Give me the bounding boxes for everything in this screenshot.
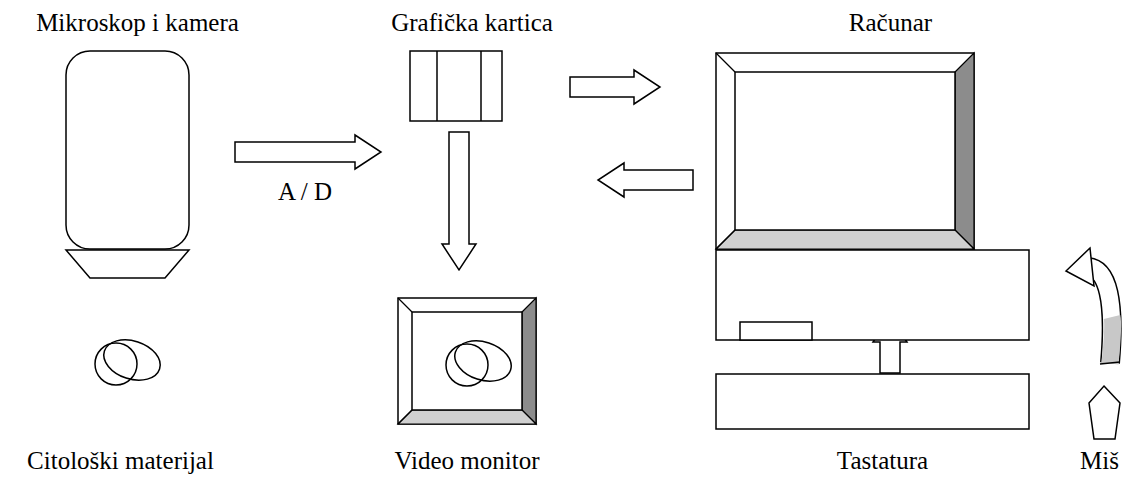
- node-caption: Citološki materijal: [27, 447, 214, 476]
- mouse-shape: [1088, 385, 1121, 440]
- node-caption: Video monitor: [395, 447, 540, 476]
- block-arrow: [598, 163, 693, 197]
- cytological-material-shape: [92, 330, 167, 388]
- node-caption: Tastatura: [837, 447, 928, 476]
- node-caption: Mikroskop i kamera: [36, 9, 239, 38]
- node-caption: Miš: [1080, 447, 1119, 476]
- microscope-camera-shape: [65, 50, 190, 280]
- block-arrow: [235, 135, 381, 169]
- keyboard: Tastatura: [715, 373, 1030, 430]
- mouse: Miš: [1088, 385, 1121, 440]
- cytological-material: Citološki materijal: [92, 330, 167, 388]
- node-caption: Grafička kartica: [391, 9, 553, 38]
- graphics-card-shape: [409, 50, 503, 122]
- edge-label: A / D: [276, 178, 334, 207]
- node-caption: Računar: [849, 9, 932, 38]
- video-monitor-shape: [397, 297, 537, 425]
- block-arrow: [570, 70, 660, 104]
- block-arrow: [1066, 248, 1120, 364]
- video-monitor: Video monitor: [397, 297, 537, 425]
- graphics-card: Grafička kartica: [409, 50, 503, 122]
- keyboard-shape: [715, 373, 1030, 430]
- block-arrow: [442, 132, 476, 270]
- computer-shape: [715, 52, 1030, 342]
- microscope-camera: Mikroskop i kamera: [65, 50, 190, 280]
- computer: Računar: [715, 52, 1030, 342]
